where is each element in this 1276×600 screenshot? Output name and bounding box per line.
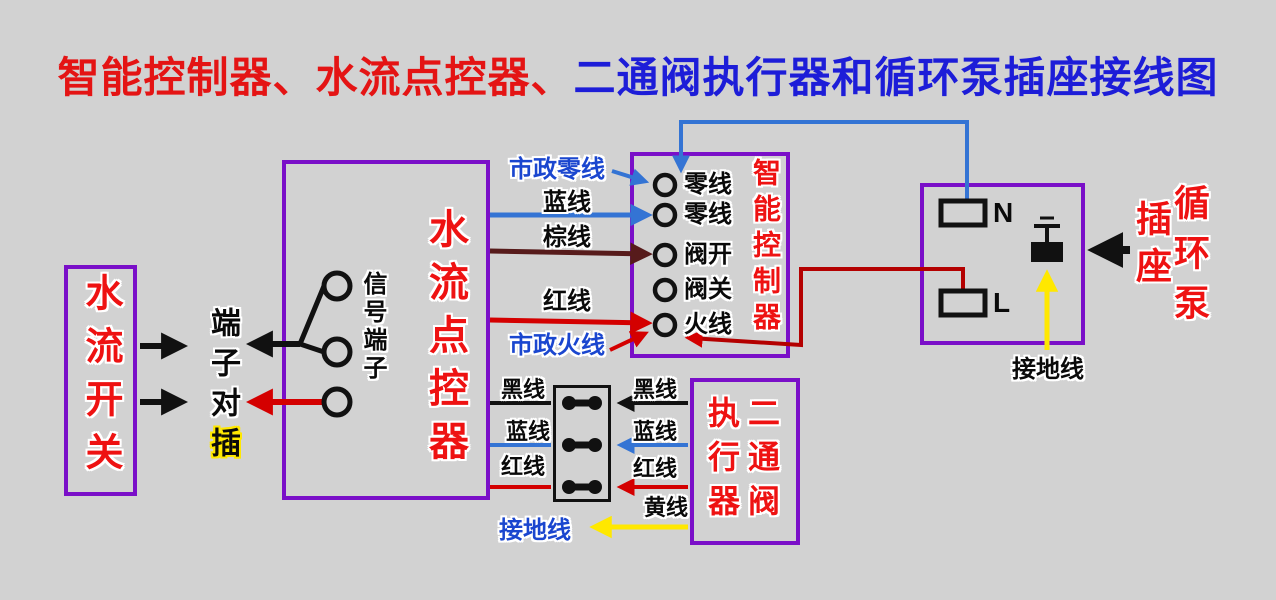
pump-socket-label-right-col: 循环泵 <box>1169 184 1210 334</box>
brown-wire <box>489 242 653 265</box>
blue-wire-label: 蓝线 <box>543 189 591 216</box>
black-wire-right-label: 黑线 <box>633 377 678 402</box>
terminal-label-valve-open: 阀开 <box>684 241 732 268</box>
terminal-plug-part2: 插 <box>206 427 239 467</box>
socket-l-label: L <box>993 287 1011 318</box>
flow-controller-box <box>282 160 490 500</box>
ground-wire-bottom-label: 接地线 <box>499 517 571 544</box>
title-red-part: 智能控制器、水流点控器、 <box>57 54 574 101</box>
actuator-label-left-col: 执行器 <box>704 396 740 528</box>
red-wire-right-label: 红线 <box>633 456 678 481</box>
socket-n-label: N <box>993 197 1014 228</box>
terminal-strip <box>553 385 611 502</box>
terminal-plug-label: 端子对插 <box>206 307 239 467</box>
actuator-box <box>690 378 800 545</box>
red-wire-label: 红线 <box>543 288 591 315</box>
terminal-label-neutral2: 零线 <box>684 201 732 228</box>
black-wire-left-label: 黑线 <box>501 377 546 402</box>
terminal-label-valve-close: 阀关 <box>684 276 732 303</box>
municipal-live-label: 市政火线 <box>509 332 605 359</box>
terminal-plug-part1: 端子对 <box>206 307 239 427</box>
actuator-label-right-col: 二通阀 <box>744 396 780 528</box>
red-wire-left-label: 红线 <box>501 454 546 479</box>
pump-socket-box <box>920 183 1085 345</box>
pump-socket-label-left-col: 插座 <box>1131 200 1172 294</box>
water-flow-switch-label: 水流开关 <box>79 273 121 485</box>
flow-controller-label: 水流点控器 <box>423 208 467 473</box>
yellow-wire-label: 黄线 <box>644 495 689 520</box>
red-wire <box>489 311 653 334</box>
terminal-label-neutral1: 零线 <box>684 171 732 198</box>
socket-ground-label: 接地线 <box>1012 356 1084 383</box>
blue-wire-right-label: 蓝线 <box>633 419 678 444</box>
title-blue-part: 二通阀执行器和循环泵插座接线图 <box>573 54 1219 101</box>
municipal-neutral-label: 市政零线 <box>509 156 605 183</box>
smart-controller-label: 智能控制器 <box>750 158 781 338</box>
water-flow-switch-box <box>64 265 137 496</box>
blue-wire-left-label: 蓝线 <box>506 419 551 444</box>
diagram-title: 智能控制器、水流点控器、二通阀执行器和循环泵插座接线图 <box>0 44 1276 105</box>
terminal-label-live: 火线 <box>684 311 732 338</box>
signal-terminal-label: 信号端子 <box>359 271 386 383</box>
brown-wire-label: 棕线 <box>543 224 591 251</box>
